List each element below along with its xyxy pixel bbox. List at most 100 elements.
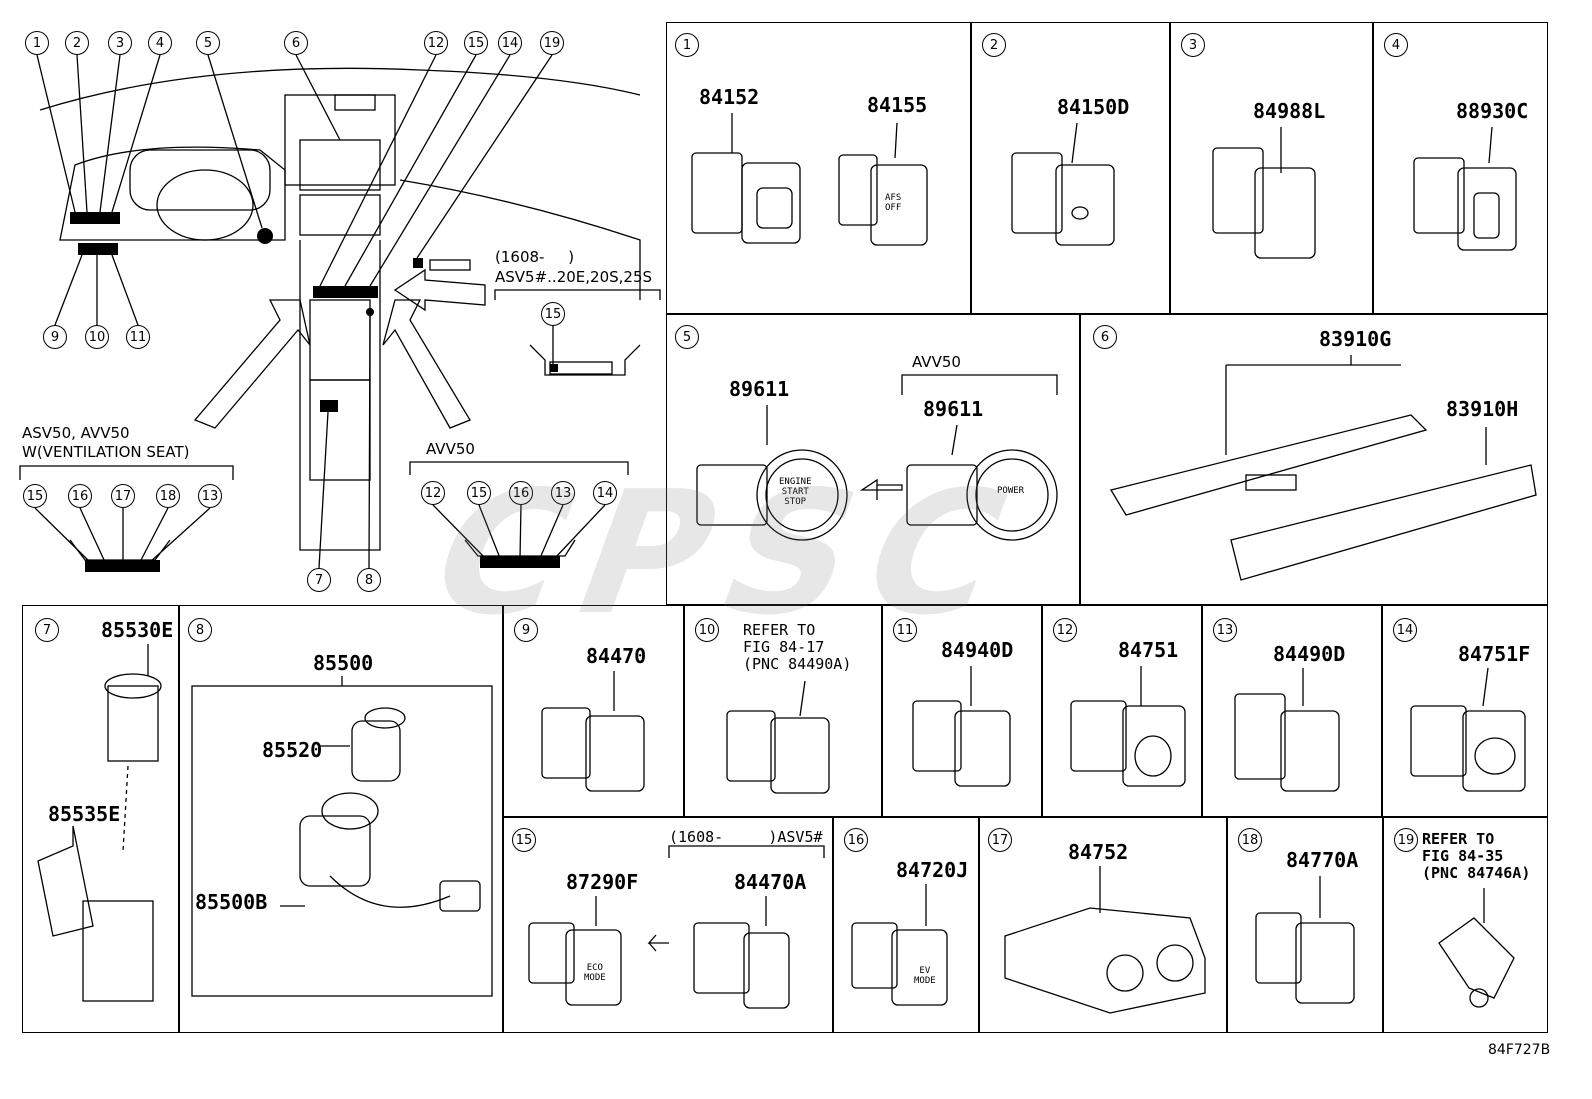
cell-5: 5 AVV50 89611 89611 ENGINE START STOP PO… [666, 314, 1080, 605]
cell-17: 17 84752 [979, 817, 1227, 1033]
cell-15-number: 15 [512, 828, 536, 852]
refer-note-84746A: REFER TO FIG 84-35 (PNC 84746A) [1422, 830, 1531, 882]
socket-85530E-drawing [37, 644, 162, 1002]
eco-mode-label: ECO MODE [584, 963, 606, 983]
variant-1608-asv5: (1608- )ASV5# [669, 828, 823, 846]
callout-4: 4 [148, 31, 172, 55]
cell-17-number: 17 [988, 828, 1012, 852]
callout-asv-18: 18 [156, 484, 180, 508]
cell-1-number: 1 [675, 33, 699, 57]
callout-asv-16: 16 [68, 484, 92, 508]
callout-2: 2 [65, 31, 89, 55]
part-85530E: 85530E [101, 618, 174, 642]
part-83910H: 83910H [1446, 397, 1519, 421]
switch-84988L-drawing [1212, 127, 1316, 259]
cell-18: 18 84770A [1227, 817, 1383, 1033]
part-89611-b: 89611 [923, 397, 984, 421]
cell-18-number: 18 [1238, 828, 1262, 852]
callout-8: 8 [357, 568, 381, 592]
part-84720J: 84720J [896, 858, 969, 882]
callout-15: 15 [464, 31, 488, 55]
group-avv-title: AVV50 [426, 440, 475, 458]
cell-10: 10 REFER TO FIG 84-17 (PNC 84490A) [684, 605, 882, 817]
cell-15: 15 (1608- )ASV5# 87290F 84470A ECO MODE [503, 817, 833, 1033]
part-84940D: 84940D [941, 638, 1014, 662]
cell-9-number: 9 [514, 618, 538, 642]
callout-avv-14: 14 [593, 481, 617, 505]
callout-avv-16: 16 [509, 481, 533, 505]
switch-84490D-drawing [1234, 668, 1340, 792]
switch-84150D-drawing [1011, 122, 1115, 246]
callout-asv-15: 15 [23, 484, 47, 508]
cell-11: 11 84940D [882, 605, 1042, 817]
ev-mode-label: EV MODE [914, 966, 936, 986]
switch-eco-mode-drawing [528, 845, 825, 1009]
callout-3: 3 [108, 31, 132, 55]
switch-84770A-drawing [1255, 876, 1355, 1004]
part-88930C: 88930C [1456, 99, 1529, 123]
group-asv-title: ASV50, AVV50 [22, 424, 130, 442]
cell-16-number: 16 [844, 828, 868, 852]
switch-ref-84490A-drawing [726, 680, 830, 794]
callout-6: 6 [284, 31, 308, 55]
callout-12: 12 [424, 31, 448, 55]
callout-7: 7 [307, 568, 331, 592]
cell-6-number: 6 [1093, 325, 1117, 349]
callout-avv-12: 12 [421, 481, 445, 505]
part-85535E: 85535E [48, 802, 121, 826]
cell-2: 2 84150D [971, 22, 1170, 314]
cell-9: 9 84470 [503, 605, 684, 817]
start-button-drawing [696, 374, 1058, 541]
part-85520: 85520 [262, 738, 323, 762]
part-84470: 84470 [586, 644, 647, 668]
part-84988L: 84988L [1253, 99, 1326, 123]
cell-8: 8 85500 85520 85500B [179, 605, 503, 1033]
callout-14: 14 [498, 31, 522, 55]
refer-note-84490A: REFER TO FIG 84-17 (PNC 84490A) [743, 621, 852, 673]
part-84751: 84751 [1118, 638, 1179, 662]
power-label: POWER [997, 486, 1025, 496]
afs-off-label: AFS OFF [885, 193, 902, 213]
part-85500: 85500 [313, 651, 374, 675]
part-83910G: 83910G [1319, 327, 1392, 351]
cell-7-number: 7 [35, 618, 59, 642]
part-87290F: 87290F [566, 870, 639, 894]
group-1608-subtitle: ASV5#..20E,20S,25S [495, 268, 653, 286]
part-84150D: 84150D [1057, 95, 1130, 119]
group-1608-title: (1608- ) [495, 248, 575, 266]
callout-1608-15: 15 [541, 302, 565, 326]
callout-11: 11 [126, 325, 150, 349]
cell-4: 4 88930C [1373, 22, 1548, 314]
climate-control-drawing [1004, 866, 1206, 1014]
callout-5: 5 [196, 31, 220, 55]
socket-85500-drawing [191, 676, 493, 997]
cell-12: 12 84751 [1042, 605, 1202, 817]
switch-84152-drawing [691, 113, 928, 246]
cell-5-number: 5 [675, 325, 699, 349]
callout-10: 10 [85, 325, 109, 349]
part-84751F: 84751F [1458, 642, 1531, 666]
callout-avv-13: 13 [551, 481, 575, 505]
part-85500B: 85500B [195, 890, 268, 914]
switch-84470-drawing [541, 671, 645, 792]
cell-19: 19 REFER TO FIG 84-35 (PNC 84746A) [1383, 817, 1548, 1033]
switch-84940D-drawing [912, 666, 1011, 787]
callout-9: 9 [43, 325, 67, 349]
switch-ev-mode-drawing [851, 884, 948, 1006]
part-84770A: 84770A [1286, 848, 1359, 872]
cell-8-number: 8 [188, 618, 212, 642]
cell-10-number: 10 [695, 618, 719, 642]
control-panel-drawing [1109, 355, 1537, 581]
callout-1: 1 [25, 31, 49, 55]
part-84752: 84752 [1068, 840, 1129, 864]
switch-88930C-drawing [1413, 126, 1517, 251]
part-84470A: 84470A [734, 870, 807, 894]
switch-84751F-drawing [1410, 667, 1526, 792]
callout-avv-15: 15 [467, 481, 491, 505]
part-89611-a: 89611 [729, 377, 790, 401]
cell-13: 13 84490D [1202, 605, 1382, 817]
variant-avv50: AVV50 [912, 353, 961, 371]
cell-14-number: 14 [1393, 618, 1417, 642]
figure-id: 84F727B [1488, 1042, 1551, 1058]
callout-19: 19 [540, 31, 564, 55]
